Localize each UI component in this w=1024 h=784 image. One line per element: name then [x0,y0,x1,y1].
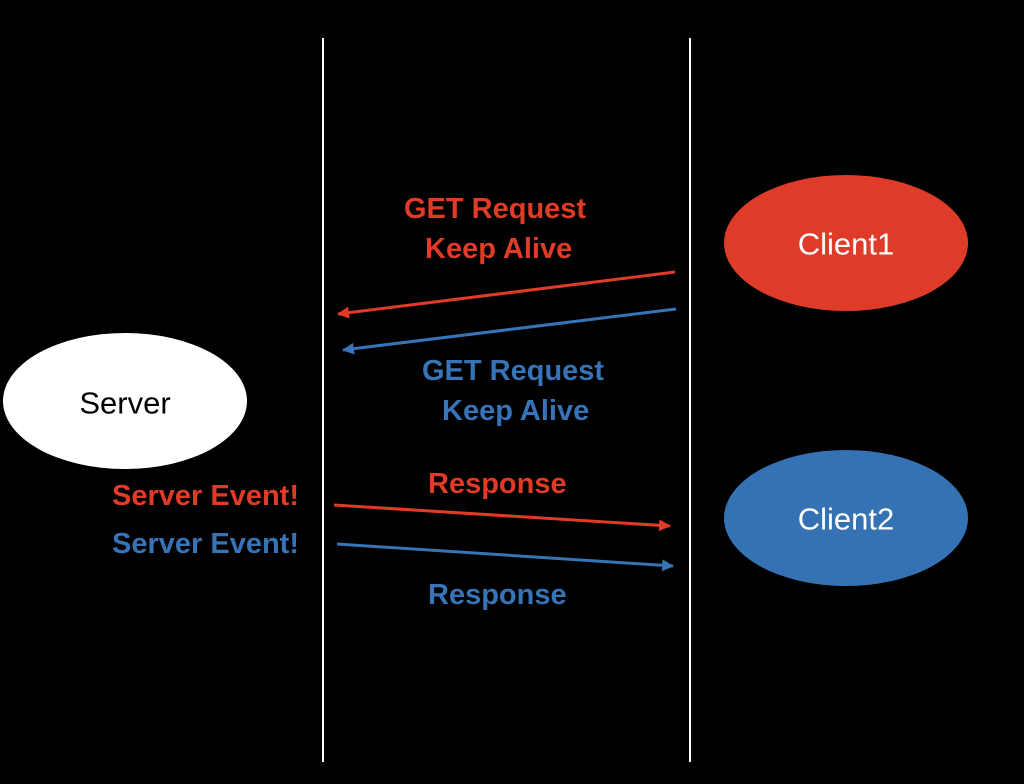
client1-node [724,175,968,311]
client1-label: Client1 [797,226,895,262]
red-request-label-line2: Keep Alive [425,233,573,265]
blue-response-arrow [336,542,674,572]
red-response-arrow [333,503,671,532]
client2-node [724,450,968,586]
blue-request-label-line1: GET Request [422,355,605,387]
blue-request-label-line2: Keep Alive [442,395,590,427]
client2-label: Client2 [797,501,895,537]
red-server-event-label: Server Event! [112,480,299,512]
server-label: Server [79,385,171,421]
blue-server-event-label: Server Event! [112,528,299,560]
red-response-label: Response [428,468,567,500]
server-node [3,333,247,469]
blue-response-label: Response [428,579,567,611]
red-request-label-line1: GET Request [404,193,587,225]
red-request-arrow [337,270,676,319]
blue-request-arrow [342,307,677,355]
